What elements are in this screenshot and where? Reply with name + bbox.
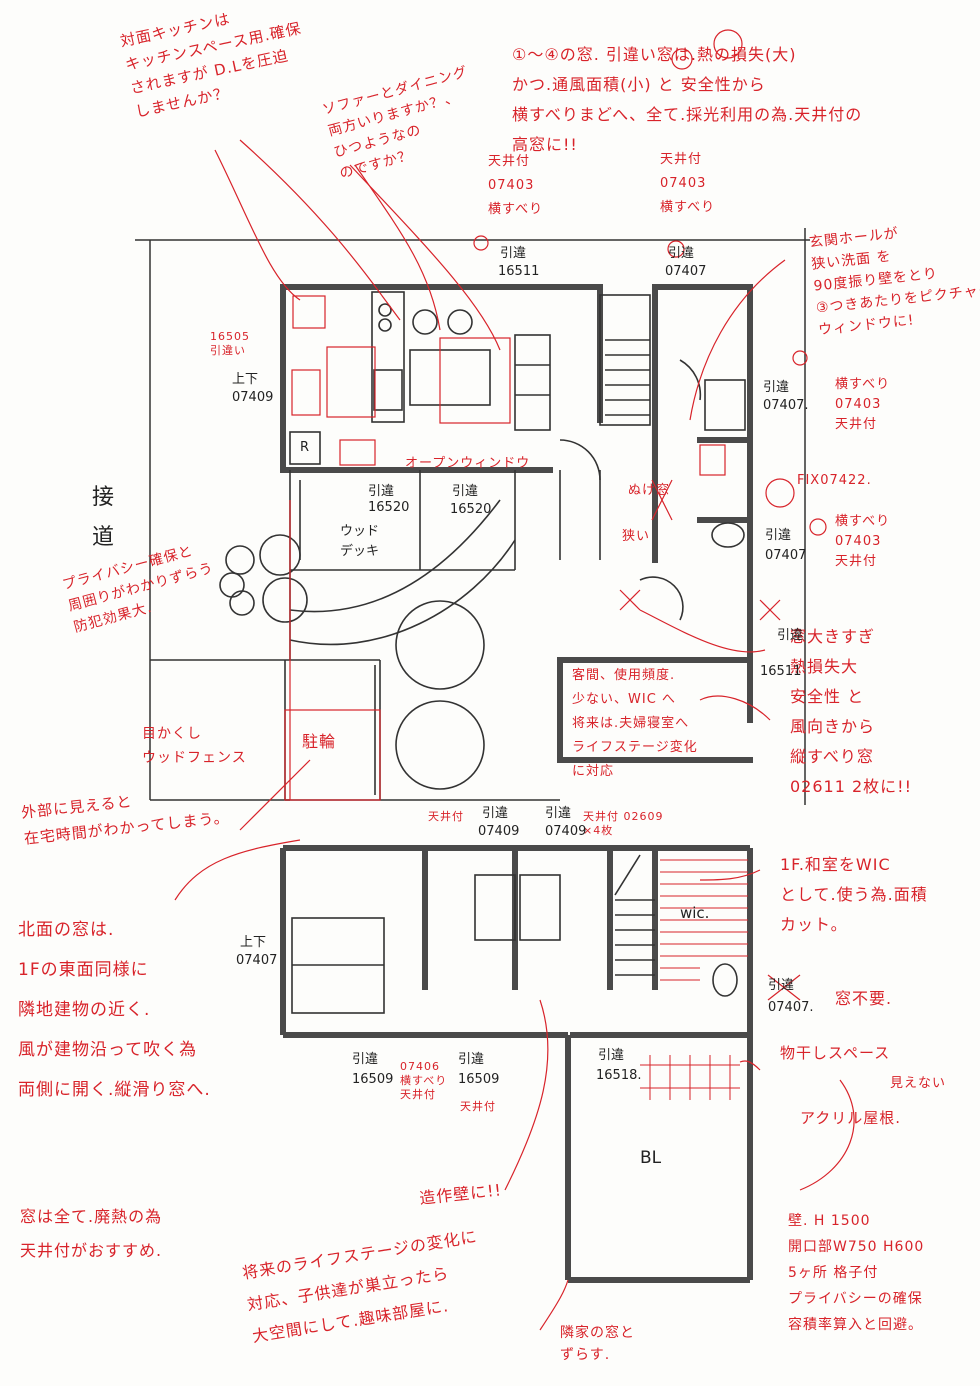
note-parking: 駐輪: [302, 732, 337, 751]
window-4-code: 07407: [765, 548, 807, 563]
annotation-leaders: [174, 29, 855, 1331]
wic-label: wic.: [680, 904, 710, 922]
note-wic-1f: 1F.和室をWIC として.使う為.面積 カット。: [780, 855, 928, 934]
window-west-type: 上下: [232, 372, 259, 387]
note-drying-space: 物干しスペース: [780, 1044, 891, 1062]
window-deck1-type: 引違: [368, 484, 395, 499]
window-2f-east-code: 07407.: [768, 1000, 814, 1015]
window-2f-top1-note: 天井付: [428, 810, 464, 823]
second-floor-thin-lines: [291, 854, 738, 1014]
note-north-windows: 北面の窓は. 1Fの東面同様に 隣地建物の近く. 風が建物沿って吹く為 両側に開…: [18, 920, 211, 1100]
window-4-type: 引違: [765, 528, 792, 543]
window-1-type: 引違: [500, 246, 527, 261]
note-invisible: 見えない: [890, 1076, 947, 1091]
window-2-code: 07407: [665, 264, 707, 279]
note-guest-room: 客間、使用頻度. 少ない、WIC へ 将来は.夫婦寝室へ ライフステージ変化 に…: [572, 668, 698, 779]
window-2f-east-type: 引違: [768, 978, 795, 993]
window-2f-west-type: 上下: [240, 935, 267, 950]
window-2f-bottom3-type: 引違: [598, 1048, 625, 1063]
note-window-too-big: 窓大きすぎ 熱損失大 安全性 と 風向きから 縦すべり窓 02611 2枚に!!: [790, 627, 912, 796]
window-deck2-type: 引違: [452, 484, 479, 499]
window-deck1-code: 16520: [368, 500, 410, 515]
window-2f-west-code: 07407: [236, 953, 278, 968]
balcony-label: BL: [640, 1148, 662, 1168]
wic-hatch: [640, 859, 748, 1100]
window-2f-bottom3-code: 16518.: [596, 1068, 642, 1083]
window-2f-top1-code: 07409: [478, 824, 520, 839]
window-2f-bottom1-type: 引違: [352, 1052, 379, 1067]
window-deck2-code: 16520: [450, 502, 492, 517]
road-label: 接 道: [92, 485, 115, 550]
window-2f-bottom2-note: 天井付: [460, 1100, 496, 1113]
note-neighbor-window: 隣家の窓と ずらす.: [560, 1325, 635, 1363]
note-fence: 目かくし ウッドフェンス: [142, 726, 247, 766]
window-2f-bottom2-type: 引違: [458, 1052, 485, 1067]
window-2f-bottom-mid: 07406 横すべり 天井付: [400, 1060, 448, 1101]
window-east-big-code: 16511: [760, 664, 802, 679]
window-4-spec: 横すべり 07403 天井付: [835, 514, 891, 569]
note-all-windows: 窓は全て.廃熱の為 天井付がおすすめ.: [20, 1207, 163, 1260]
window-1-spec: 天井付 07403 横すべり: [488, 154, 544, 217]
window-3-type: 引違: [763, 380, 790, 395]
window-2-type: 引違: [668, 246, 695, 261]
window-west-code: 07409: [232, 390, 274, 405]
window-west-note: 16505 引違い: [210, 330, 250, 357]
note-narrow: 狭い: [622, 529, 651, 544]
note-acrylic-roof: アクリル屋根.: [800, 1109, 902, 1127]
window-2f-top1-type: 引違: [482, 806, 509, 821]
note-open-window: オープンウィンドウ: [405, 456, 531, 471]
window-3-code: 07407.: [763, 398, 809, 413]
note-windows-1-to-4: ①〜④の窓. 引違い窓は.熱の損失(大) かつ.通風面積(小) と 安全性から …: [512, 45, 863, 154]
window-east-big-type: 引違: [777, 628, 804, 643]
wood-deck-label: ウッド デッキ: [340, 524, 380, 559]
window-2f-top2-type: 引違: [545, 806, 572, 821]
window-2-spec: 天井付 07403 横すべり: [660, 152, 716, 215]
note-window-unneeded: 窓不要.: [835, 989, 893, 1008]
window-2f-bottom1-code: 16509: [352, 1072, 394, 1087]
window-2f-top2-note: 天井付 02609 ×4枚: [583, 810, 664, 837]
note-passage-window: ぬけ窓: [628, 483, 671, 498]
second-floor-walls: [280, 845, 753, 1283]
refrigerator-label: R: [300, 440, 310, 455]
window-2f-top2-code: 07409: [545, 824, 587, 839]
window-1-code: 16511: [498, 264, 540, 279]
note-entrance-hall: 玄関ホールが 狭い洗面 を 90度振り壁をとり ③つきあたりをピクチャー ウィン…: [808, 225, 980, 339]
note-fix-window: FIX07422.: [797, 473, 872, 488]
note-wall-h1500: 壁. H 1500 開口部W750 H600 5ヶ所 格子付 プライバシーの確保…: [788, 1213, 925, 1333]
window-3-spec: 横すべり 07403 天井付: [835, 377, 891, 432]
window-2f-bottom2-code: 16509: [458, 1072, 500, 1087]
site-boundary: [135, 228, 810, 805]
